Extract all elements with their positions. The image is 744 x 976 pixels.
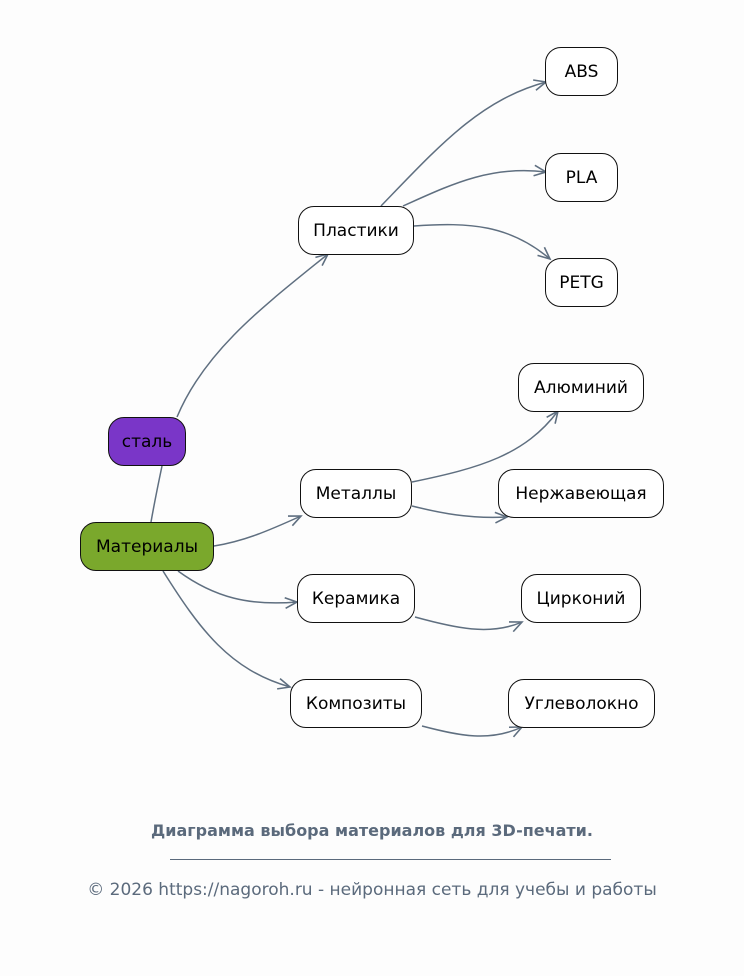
node-steel[interactable]: сталь: [108, 417, 186, 466]
node-pla[interactable]: PLA: [545, 153, 618, 202]
edge-steel-to-plastics: [176, 253, 329, 418]
arrowhead-icon: [537, 246, 552, 261]
arrowhead-icon: [508, 621, 524, 633]
arrowhead-icon: [287, 515, 303, 527]
node-label: PETG: [559, 272, 604, 293]
node-label: Металлы: [315, 483, 397, 504]
node-label: Алюминий: [534, 377, 628, 398]
arrowhead-icon: [277, 678, 292, 690]
node-label: Композиты: [305, 693, 407, 714]
node-aluminium[interactable]: Алюминий: [518, 363, 644, 412]
caption-divider: [170, 859, 611, 860]
arrowhead-icon: [494, 511, 509, 524]
node-stainless[interactable]: Нержавеющая: [498, 469, 664, 518]
node-label: Керамика: [311, 588, 401, 609]
node-abs[interactable]: ABS: [545, 47, 618, 96]
node-plastics[interactable]: Пластики: [298, 206, 414, 255]
node-label: PLA: [565, 167, 598, 188]
edge-composites-to-carbon: [421, 725, 523, 737]
node-composites[interactable]: Композиты: [290, 679, 422, 728]
node-petg[interactable]: PETG: [545, 258, 618, 307]
node-metals[interactable]: Металлы: [300, 469, 412, 518]
node-label: ABS: [564, 61, 599, 82]
node-zirconium[interactable]: Цирконий: [521, 574, 641, 623]
edge-ceramics-to-zirconium: [414, 616, 523, 631]
node-carbon-fiber[interactable]: Углеволокно: [508, 679, 655, 728]
edge-materials-to-metals: [213, 515, 302, 547]
node-ceramics[interactable]: Керамика: [297, 574, 415, 623]
edge-materials-to-composites: [162, 570, 291, 688]
diagram-caption-title: Диаграмма выбора материалов для 3D-печат…: [151, 821, 593, 840]
edge-plastics-to-petg: [413, 223, 551, 260]
node-label: Материалы: [96, 536, 198, 557]
edge-materials-to-ceramics: [177, 570, 298, 604]
node-label: Углеволокно: [524, 693, 639, 714]
edge-plastics-to-abs: [380, 81, 547, 207]
node-materials-root[interactable]: Материалы: [80, 522, 214, 571]
edge-materials-to-steel: [150, 465, 163, 523]
node-label: Цирконий: [536, 588, 626, 609]
edge-plastics-to-pla: [402, 169, 547, 207]
copyright-footer: © 2026 https://nagoroh.ru - нейронная се…: [87, 880, 657, 900]
edge-metals-to-aluminium: [411, 410, 559, 483]
node-label: Пластики: [313, 220, 399, 241]
node-label: Нержавеющая: [515, 483, 647, 504]
edge-metals-to-stainless: [411, 505, 508, 519]
node-label: сталь: [121, 431, 173, 452]
